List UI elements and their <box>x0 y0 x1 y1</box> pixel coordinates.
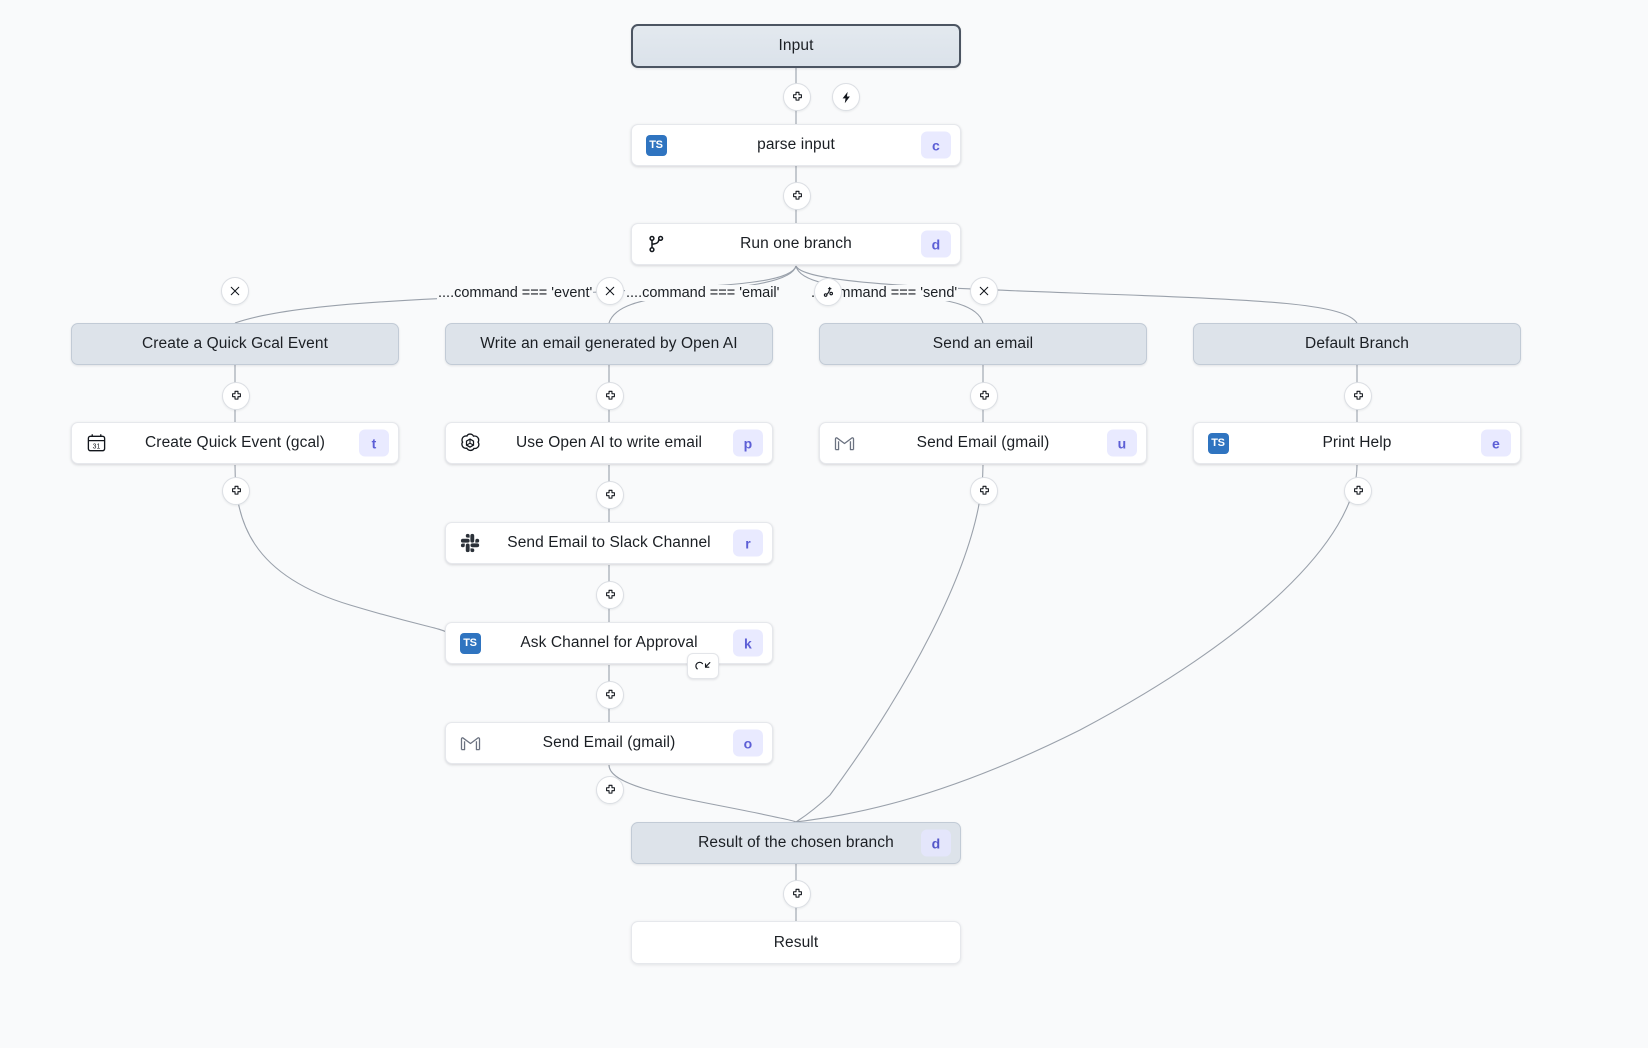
trigger-button[interactable] <box>832 83 860 111</box>
add-step-button-after-send-email-to-slack[interactable] <box>596 581 624 609</box>
plus-icon <box>979 485 989 495</box>
node-create-quick-event-label: Create Quick Event (gcal) <box>145 434 325 451</box>
node-result-of-chosen-branch[interactable]: Result of the chosen branch d <box>631 822 961 864</box>
plus-icon <box>605 589 615 599</box>
node-print-help-label: Print Help <box>1322 434 1392 451</box>
branch-icon <box>644 232 668 256</box>
node-run-one-branch-badge[interactable]: d <box>921 230 951 258</box>
add-step-button-branch-1[interactable] <box>222 382 250 410</box>
add-step-button-after-send-email-gmail-branch2[interactable] <box>596 776 624 804</box>
node-input-label: Input <box>778 37 814 54</box>
add-step-button-after-send-email-gmail-branch3[interactable] <box>970 477 998 505</box>
openai-icon <box>458 431 482 455</box>
node-parse-input-label: parse input <box>757 136 835 153</box>
node-send-email-gmail-branch3-label: Send Email (gmail) <box>916 434 1050 451</box>
node-send-email-gmail-branch3[interactable]: Send Email (gmail) u <box>819 422 1147 464</box>
remove-branch-button-3[interactable] <box>970 277 998 305</box>
plus-icon <box>979 390 989 400</box>
node-run-one-branch[interactable]: Run one branch d <box>631 223 961 265</box>
add-step-button-branch-3[interactable] <box>970 382 998 410</box>
add-branch-button[interactable] <box>814 278 842 306</box>
plus-icon <box>1353 485 1363 495</box>
suspend-resume-icon <box>694 661 710 670</box>
slack-icon <box>458 531 482 555</box>
typescript-icon: TS <box>644 133 668 157</box>
add-step-button-after-ask-channel-for-approval[interactable] <box>596 681 624 709</box>
node-run-one-branch-label: Run one branch <box>740 235 852 252</box>
plus-icon <box>605 689 615 699</box>
plus-icon <box>792 190 802 200</box>
add-step-button-after-input[interactable] <box>783 83 811 111</box>
gmail-icon <box>832 431 856 455</box>
plus-icon <box>231 485 241 495</box>
branch-condition-2: ....command === 'email' <box>625 285 781 301</box>
branch-header-3[interactable]: Send an email <box>819 323 1147 365</box>
node-parse-input-badge[interactable]: c <box>921 131 951 159</box>
node-send-email-to-slack-label: Send Email to Slack Channel <box>507 534 711 551</box>
google-calendar-icon: 31 <box>84 431 108 455</box>
node-parse-input[interactable]: TS parse input c <box>631 124 961 166</box>
plus-icon <box>605 390 615 400</box>
node-send-email-gmail-branch2-badge[interactable]: o <box>733 729 763 757</box>
node-use-open-ai-badge[interactable]: p <box>733 429 763 457</box>
remove-branch-button-2[interactable] <box>596 277 624 305</box>
add-step-button-after-result-of-chosen-branch[interactable] <box>783 880 811 908</box>
plus-icon <box>792 91 802 101</box>
node-print-help[interactable]: TS Print Help e <box>1193 422 1521 464</box>
add-step-button-branch-4[interactable] <box>1344 382 1372 410</box>
branch-header-4-label: Default Branch <box>1305 335 1409 352</box>
typescript-icon: TS <box>458 631 482 655</box>
node-print-help-badge[interactable]: e <box>1481 429 1511 457</box>
lightning-icon <box>842 91 850 103</box>
plus-icon <box>605 489 615 499</box>
plus-icon <box>792 888 802 898</box>
remove-branch-button-1[interactable] <box>221 277 249 305</box>
node-ask-channel-for-approval[interactable]: TS Ask Channel for Approval k <box>445 622 773 664</box>
add-step-button-after-use-open-ai[interactable] <box>596 481 624 509</box>
node-create-quick-event[interactable]: 31 Create Quick Event (gcal) t <box>71 422 399 464</box>
add-step-button-branch-2[interactable] <box>596 382 624 410</box>
branch-header-2[interactable]: Write an email generated by Open AI <box>445 323 773 365</box>
node-send-email-gmail-branch2-label: Send Email (gmail) <box>542 734 676 751</box>
node-result-of-chosen-branch-label: Result of the chosen branch <box>698 834 894 851</box>
branch-header-4[interactable]: Default Branch <box>1193 323 1521 365</box>
branch-header-1[interactable]: Create a Quick Gcal Event <box>71 323 399 365</box>
node-create-quick-event-badge[interactable]: t <box>359 429 389 457</box>
node-result-label: Result <box>773 933 819 951</box>
plus-icon <box>231 390 241 400</box>
branch-header-3-label: Send an email <box>932 335 1034 352</box>
add-step-button-after-print-help[interactable] <box>1344 477 1372 505</box>
branch-header-1-label: Create a Quick Gcal Event <box>142 335 328 352</box>
node-use-open-ai[interactable]: Use Open AI to write email p <box>445 422 773 464</box>
typescript-icon: TS <box>1206 431 1230 455</box>
plus-icon <box>1353 390 1363 400</box>
gmail-icon <box>458 731 482 755</box>
plus-icon <box>605 784 615 794</box>
add-step-button-after-create-quick-event[interactable] <box>222 477 250 505</box>
node-ask-channel-for-approval-label: Ask Channel for Approval <box>520 634 698 651</box>
svg-text:31: 31 <box>92 443 100 450</box>
node-result[interactable]: Result <box>631 921 961 964</box>
node-result-of-chosen-branch-badge[interactable]: d <box>921 829 951 857</box>
node-use-open-ai-label: Use Open AI to write email <box>515 434 703 451</box>
node-send-email-gmail-branch2[interactable]: Send Email (gmail) o <box>445 722 773 764</box>
close-icon <box>605 286 615 296</box>
branch-header-2-label: Write an email generated by Open AI <box>480 335 738 352</box>
close-icon <box>230 286 240 296</box>
node-send-email-to-slack[interactable]: Send Email to Slack Channel r <box>445 522 773 564</box>
node-ask-channel-for-approval-badge[interactable]: k <box>733 629 763 657</box>
close-icon <box>979 286 989 296</box>
add-step-button-after-parse-input[interactable] <box>783 182 811 210</box>
add-branch-icon <box>823 286 833 297</box>
node-send-email-gmail-branch3-badge[interactable]: u <box>1107 429 1137 457</box>
node-send-email-to-slack-badge[interactable]: r <box>733 529 763 557</box>
node-input[interactable]: Input <box>631 24 961 68</box>
branch-condition-1: ....command === 'event' <box>437 285 594 301</box>
suspend-resume-badge[interactable] <box>687 653 719 679</box>
